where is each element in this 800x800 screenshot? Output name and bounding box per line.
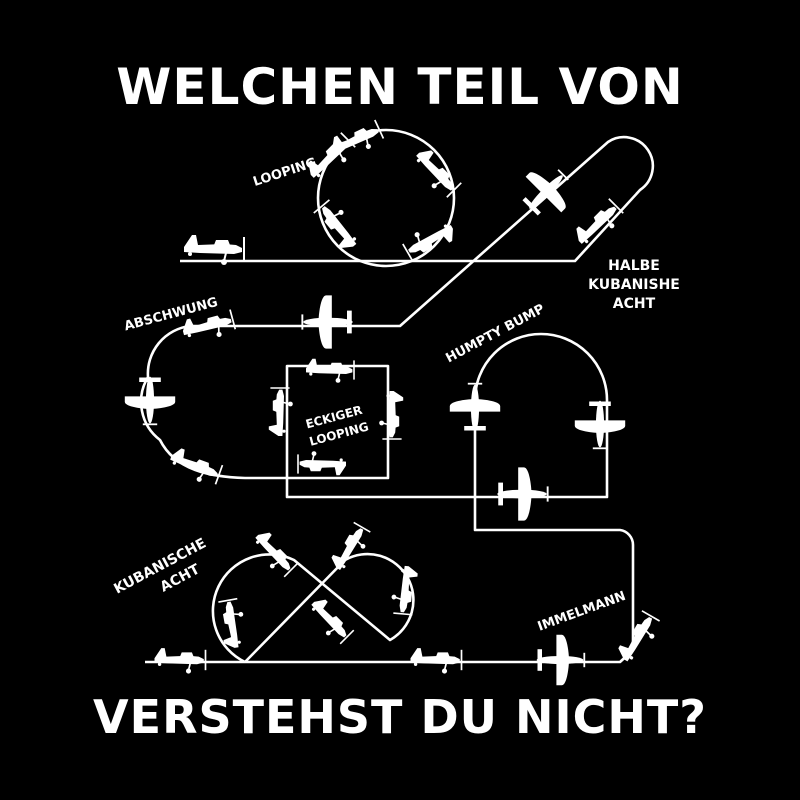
airplane-icon: [570, 196, 627, 253]
airplane-icon: [153, 647, 207, 675]
airplane-icon: [448, 382, 502, 433]
headline-bottom: VERSTEHST DU NICHT?: [93, 690, 707, 744]
airplane-icon: [165, 445, 224, 489]
label-immelmann: IMMELMANN: [536, 589, 628, 635]
airplane-icon: [327, 520, 374, 576]
airplane-icon: [573, 399, 627, 450]
airplane-icon: [311, 196, 366, 255]
airplane-icon: [378, 390, 405, 440]
airplane-icon: [510, 156, 582, 228]
airplane-icon: [267, 387, 294, 437]
label-looping: LOOPING: [251, 155, 318, 190]
headline-top: WELCHEN TEIL VON: [116, 58, 684, 116]
airplane-icon: [247, 527, 300, 580]
kubanische-acht-path: [211, 552, 415, 664]
airplane-icon: [496, 466, 549, 522]
airplane-icon: [301, 294, 354, 350]
airplane-icon: [535, 633, 586, 687]
looping-circle: [316, 128, 456, 268]
airplane-icon: [297, 450, 347, 477]
airplanes: [123, 117, 664, 687]
airplane-icon: [123, 375, 177, 426]
label-halbe-line-1: HALBE: [608, 258, 660, 274]
airplane-icon: [305, 357, 355, 384]
label-halbe-line-3: ACHT: [613, 296, 656, 312]
airplane-icon: [409, 647, 463, 675]
label-halbe-line-2: KUBANISHE: [588, 277, 680, 293]
